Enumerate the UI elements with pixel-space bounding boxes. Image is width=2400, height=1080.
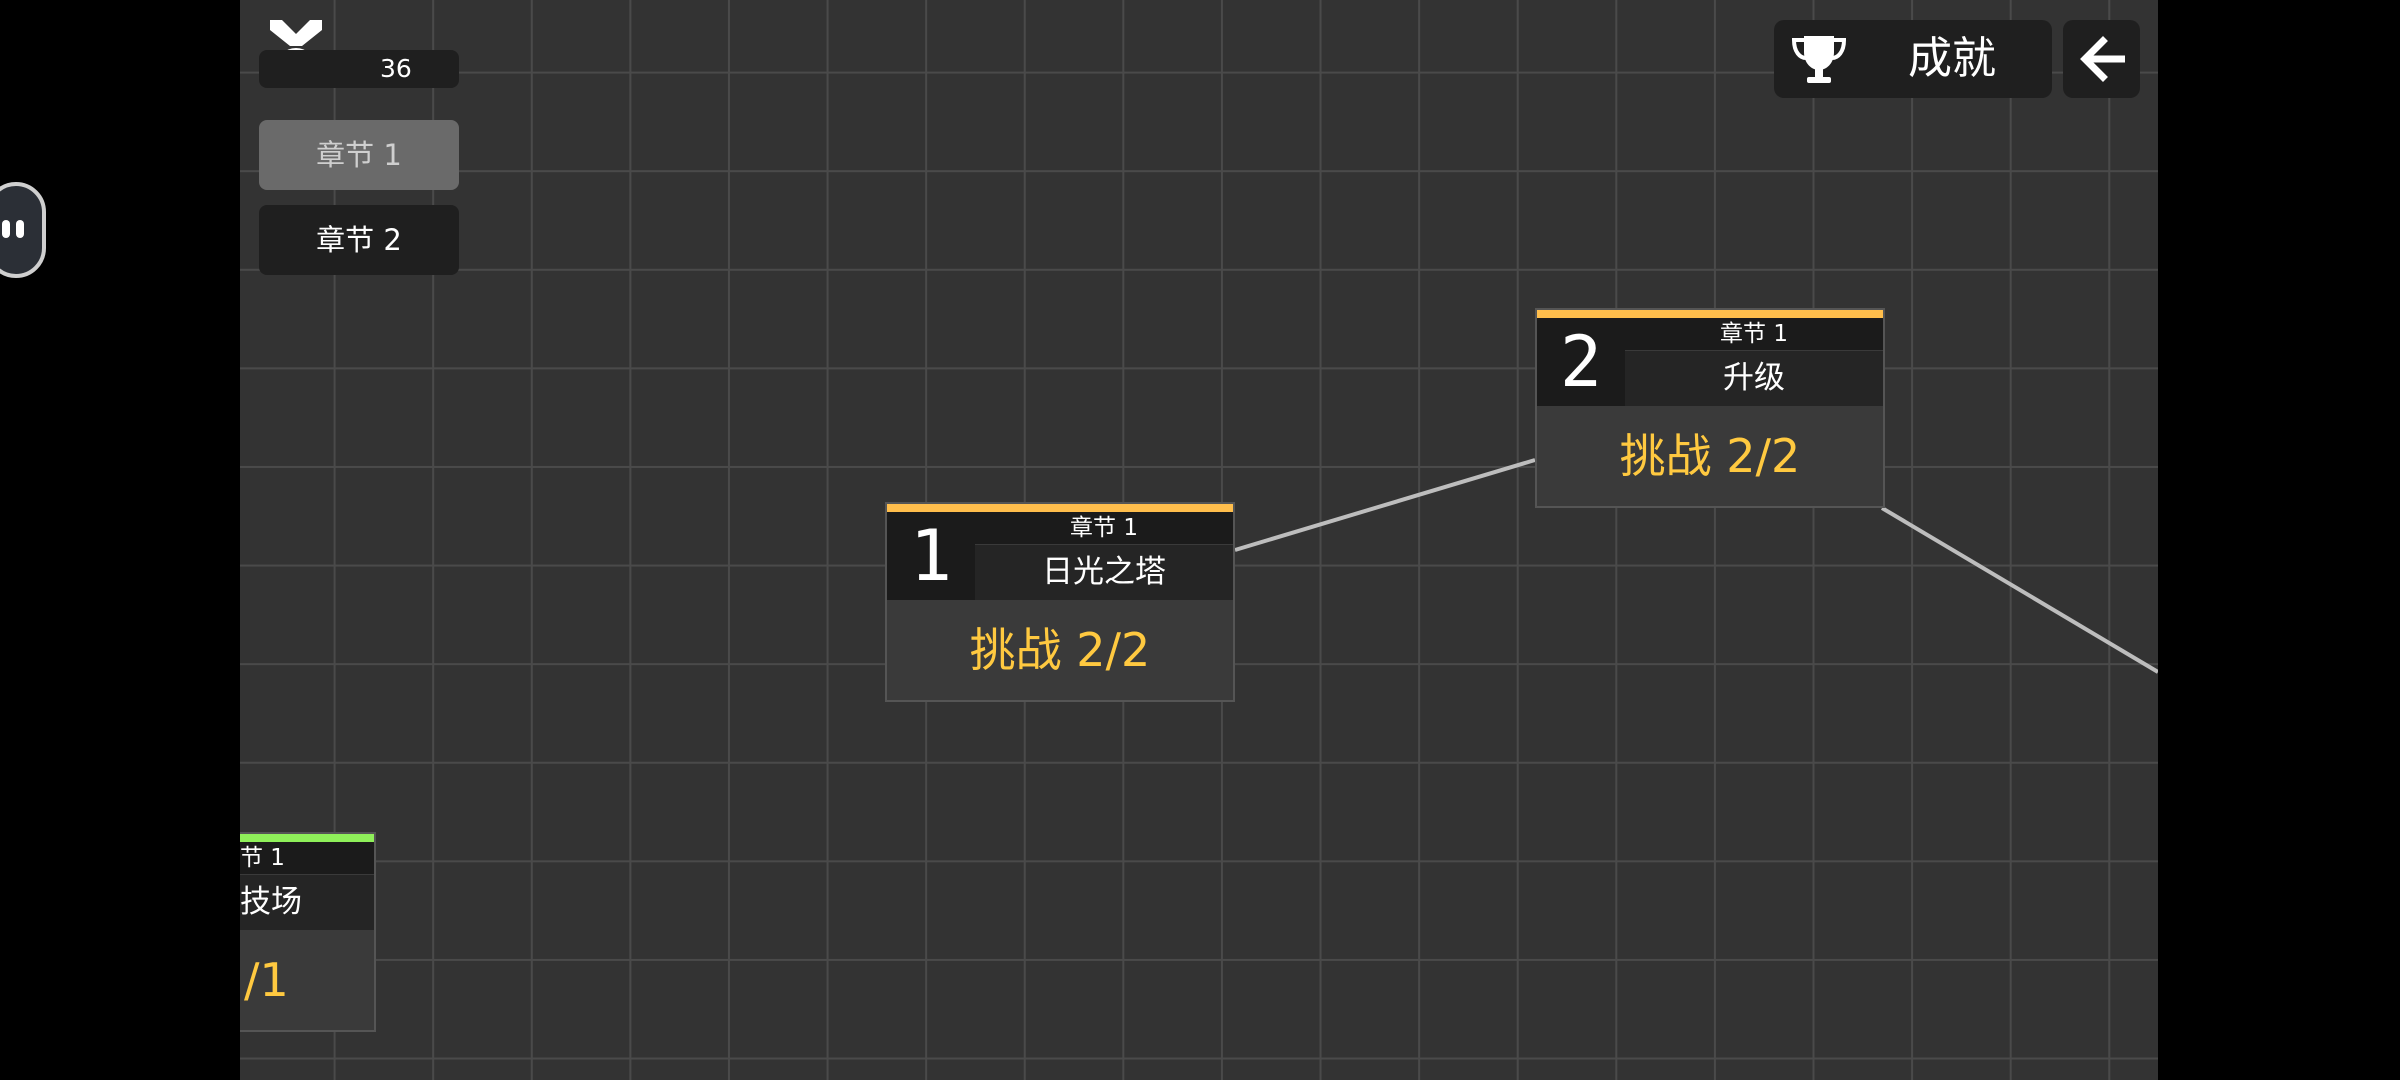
connection-2-next: [1880, 506, 2158, 674]
back-button[interactable]: [2063, 20, 2140, 98]
level-name: 日光之塔: [975, 545, 1233, 600]
level-card-partial[interactable]: 节 1 技场 /1: [240, 832, 376, 1032]
level-number: 1: [887, 512, 975, 600]
level-stripe: [887, 504, 1233, 512]
floating-assistant-button[interactable]: [0, 182, 46, 278]
level-chapter-label: 章节 1: [975, 512, 1233, 544]
level-card-1[interactable]: 1 章节 1 日光之塔 挑战 2/2: [885, 502, 1235, 702]
level-challenge-progress: /1: [244, 953, 289, 1007]
level-number: 2: [1537, 318, 1625, 406]
level-stripe: [1537, 310, 1883, 318]
level-name: 技场: [240, 875, 374, 930]
trophy-icon: [1791, 36, 1847, 83]
level-chapter-label: 章节 1: [1625, 318, 1883, 350]
level-map[interactable]: 1 章节 1 日光之塔 挑战 2/2 2 章节 1 升级 挑战 2/2 节 1 …: [240, 0, 2158, 1080]
level-chapter-label: 节 1: [240, 842, 374, 874]
bubble-eye-left: [2, 220, 10, 238]
score-panel: [259, 50, 459, 88]
arrow-left-icon: [2080, 36, 2125, 82]
level-challenge-progress: 挑战 2/2: [1619, 429, 1801, 483]
level-stripe: [240, 834, 374, 842]
bubble-eye-right: [16, 220, 24, 238]
chapter-1-button[interactable]: 章节 1: [259, 120, 459, 190]
connection-1-2: [1234, 458, 1536, 552]
level-card-2[interactable]: 2 章节 1 升级 挑战 2/2: [1535, 308, 1885, 508]
achievements-label: 成就: [1908, 33, 1996, 84]
score-value: 36: [380, 54, 412, 83]
level-name: 升级: [1625, 351, 1883, 406]
level-connections: [1234, 458, 2158, 674]
chapter-2-button[interactable]: 章节 2: [259, 205, 459, 275]
achievements-button[interactable]: 成就: [1774, 20, 2052, 98]
level-challenge-progress: 挑战 2/2: [969, 623, 1151, 677]
